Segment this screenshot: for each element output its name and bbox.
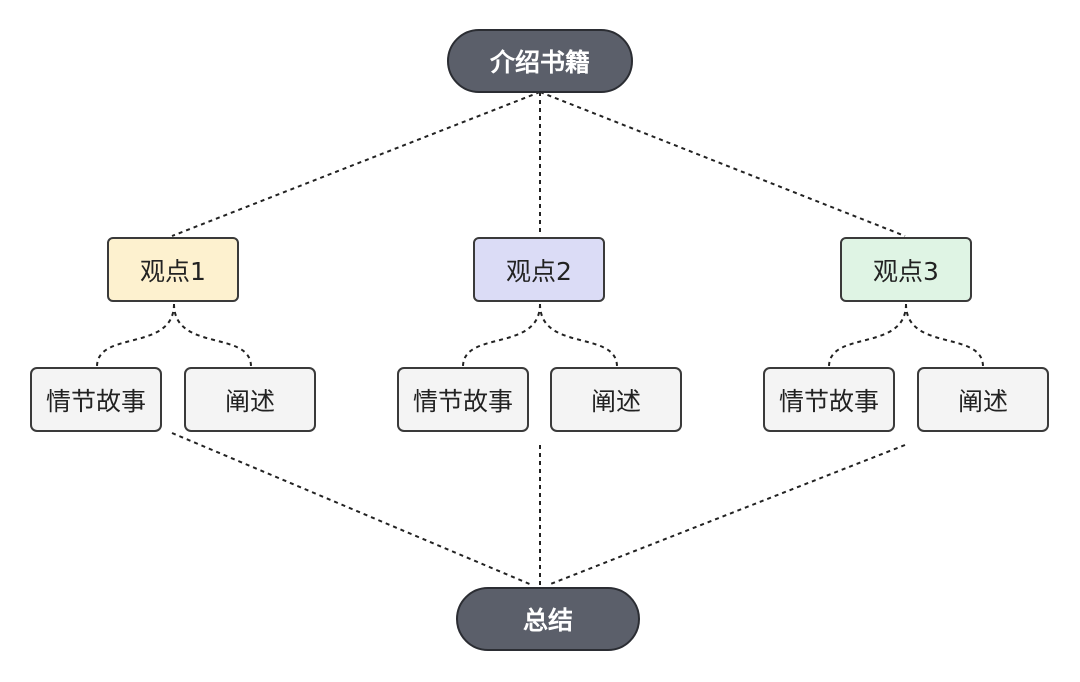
summary-node-label: 总结 [522,606,573,635]
connector-viewpoint-1-story [96,303,175,367]
leaf-node-label: 情节故事 [778,386,879,416]
connector-group-1-summary [171,432,533,586]
connector-group-3-summary [547,444,906,586]
story-node-2[interactable]: 情节故事 [397,367,529,432]
summary-node[interactable]: 总结 [456,587,640,651]
viewpoint-node-label: 观点2 [506,256,572,286]
elaboration-node-1[interactable]: 阐述 [184,367,316,432]
viewpoint-node-label: 观点3 [873,256,939,286]
leaf-node-label: 阐述 [590,386,641,416]
connector-viewpoint-2-story [462,303,541,367]
elaboration-node-2[interactable]: 阐述 [550,367,682,432]
story-node-3[interactable]: 情节故事 [763,367,895,432]
leaf-node-label: 情节故事 [412,386,513,416]
connector-viewpoint-3-elaboration [905,303,984,367]
connector-viewpoint-2-elaboration [539,303,618,367]
connector-viewpoint-1-elaboration [173,303,252,367]
viewpoint-node-2[interactable]: 观点2 [473,237,605,302]
leaf-node-label: 阐述 [957,386,1008,416]
viewpoint-node-label: 观点1 [140,256,206,286]
elaboration-node-3[interactable]: 阐述 [917,367,1049,432]
leaf-node-label: 情节故事 [45,386,146,416]
leaf-node-label: 阐述 [224,386,275,416]
root-node-label: 介绍书籍 [489,48,590,77]
connector-root-viewpoint-3 [539,91,906,237]
connector-root-viewpoint-1 [171,91,541,237]
root-node[interactable]: 介绍书籍 [447,29,633,93]
story-node-1[interactable]: 情节故事 [30,367,162,432]
connector-viewpoint-3-story [828,303,907,367]
viewpoint-node-1[interactable]: 观点1 [107,237,239,302]
viewpoint-node-3[interactable]: 观点3 [840,237,972,302]
